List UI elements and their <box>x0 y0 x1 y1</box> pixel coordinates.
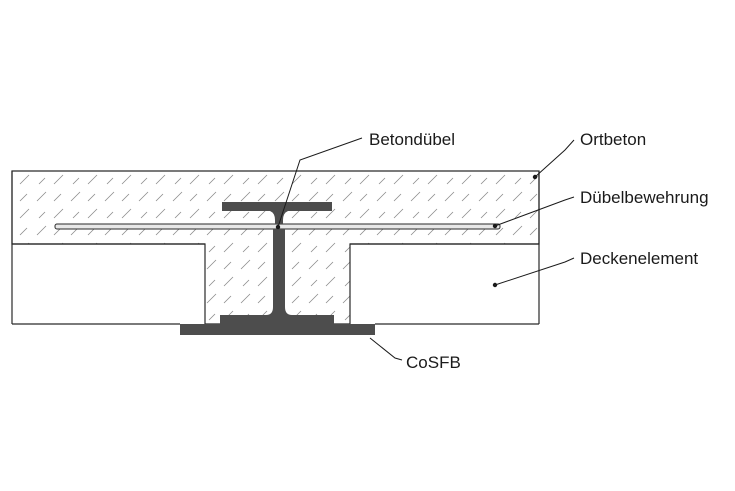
steel-web <box>270 211 288 224</box>
leader-deckenelement <box>494 257 575 286</box>
label-cosfb: CoSFB <box>406 353 461 372</box>
steel-top-flange <box>222 202 332 211</box>
leader-lines <box>277 137 575 361</box>
leader-dubelbewehrung <box>494 196 575 227</box>
label-deckenelement: Deckenelement <box>580 249 698 268</box>
label-dubelbewehrung: Dübelbewehrung <box>580 188 709 207</box>
leader-betondubel <box>277 137 363 228</box>
label-ortbeton: Ortbeton <box>580 130 646 149</box>
cosfb-steel-base <box>180 307 375 335</box>
deckenelement-slab <box>11 171 540 325</box>
leader-cosfb <box>369 337 403 361</box>
label-betondubel: Betondübel <box>369 130 455 149</box>
steel-web-lower <box>273 229 285 315</box>
leader-ortbeton <box>534 139 575 178</box>
leader-dots <box>492 174 538 288</box>
